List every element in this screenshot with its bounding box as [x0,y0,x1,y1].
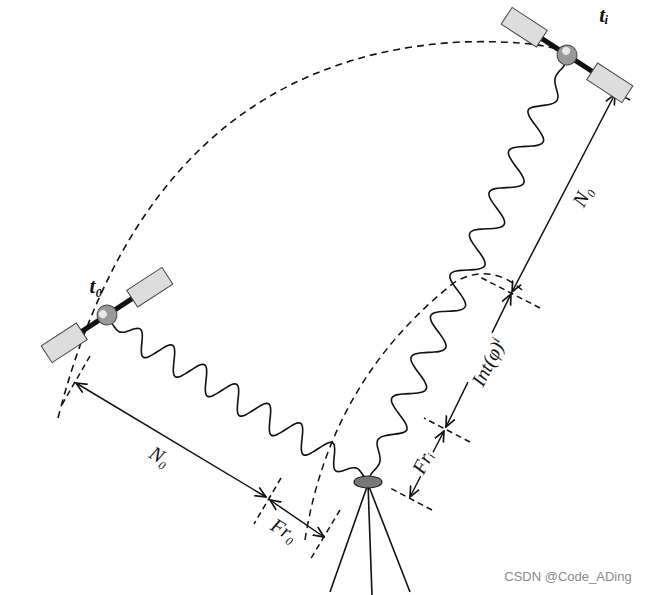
watermark: CSDN @Code_ADing [502,570,633,584]
dimension-label: N₀ [144,440,176,471]
receiver-antenna [354,476,382,488]
dimension-label: N₀ [567,180,598,212]
signal-waves [110,64,565,478]
satellite [501,7,633,102]
signal-wave [370,64,565,476]
dimension-label: Int(φ)ⁱ [466,333,510,392]
orbit-arc [58,42,560,418]
dimension-arrows [76,94,615,537]
receiver-tripod [330,484,410,595]
signal-wave [110,322,366,478]
tick-lines [60,82,630,560]
epoch-label: tᵢ [597,4,610,27]
range-arc [305,274,522,540]
satellite [41,267,173,362]
epoch-label: t₀ [87,275,104,298]
